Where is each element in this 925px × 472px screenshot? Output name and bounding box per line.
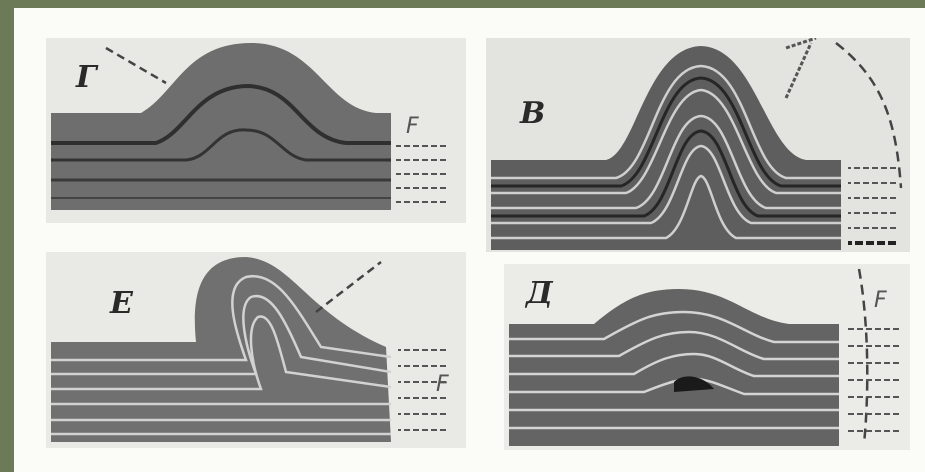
panel-letter-d: Д (526, 276, 553, 311)
panel-g: Г F (46, 38, 466, 223)
fold-diagram-v (486, 38, 910, 252)
figure-frame: Г F (14, 8, 925, 472)
fold-diagram-g (46, 38, 466, 223)
force-label-e: F (436, 372, 449, 397)
panel-d: Д F (504, 264, 910, 450)
panel-letter-e: Е (110, 286, 133, 321)
panel-letter-g: Г (76, 60, 97, 95)
panel-v: В (486, 38, 910, 252)
fold-diagram-e (46, 252, 466, 448)
force-label-g: F (406, 114, 419, 139)
fold-diagram-d (504, 264, 910, 450)
panel-letter-v: В (520, 96, 545, 131)
force-label-d: F (874, 288, 887, 313)
panel-e: Е F (46, 252, 466, 448)
